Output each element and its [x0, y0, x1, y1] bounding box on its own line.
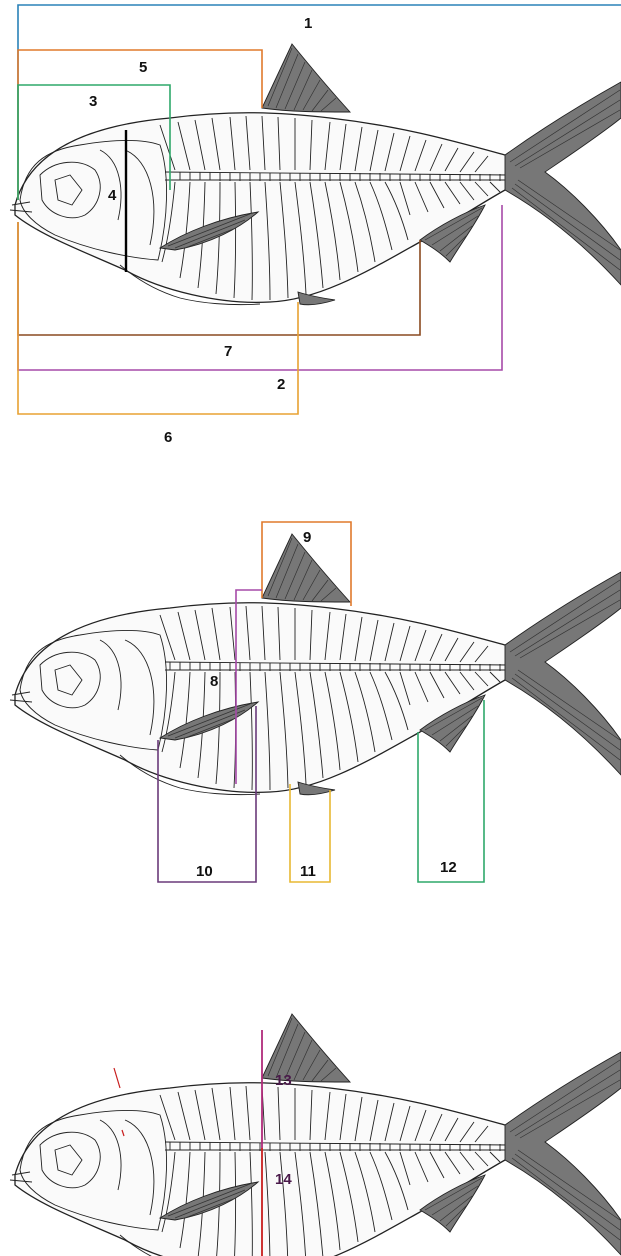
measure-8-label: 8: [210, 673, 218, 690]
panel-1: 1 5 3 4 7 2 6: [10, 5, 621, 446]
measure-12-label: 12: [440, 859, 457, 876]
panel-3: 13 14: [10, 1014, 621, 1256]
measure-3-label: 3: [89, 93, 97, 110]
measure-9-label: 9: [303, 529, 311, 546]
measure-14-label: 14: [275, 1171, 292, 1188]
fish-skeleton-2: [10, 534, 621, 795]
fish-skeleton-3: [10, 1014, 621, 1256]
measure-11-label: 11: [300, 863, 316, 880]
measure-5-label: 5: [139, 59, 147, 76]
measure-10-label: 10: [196, 863, 213, 880]
measure-1-label: 1: [304, 15, 312, 32]
measure-6-label: 6: [164, 429, 172, 446]
panel-2: 9 8 10 11 12: [10, 522, 621, 882]
fish-skeleton-1: [10, 44, 621, 305]
measure-2-label: 2: [277, 376, 285, 393]
measure-13-label: 13: [275, 1072, 292, 1089]
measure-7-label: 7: [224, 343, 232, 360]
measure-4-label: 4: [108, 187, 117, 204]
head-mark: [114, 1068, 120, 1088]
